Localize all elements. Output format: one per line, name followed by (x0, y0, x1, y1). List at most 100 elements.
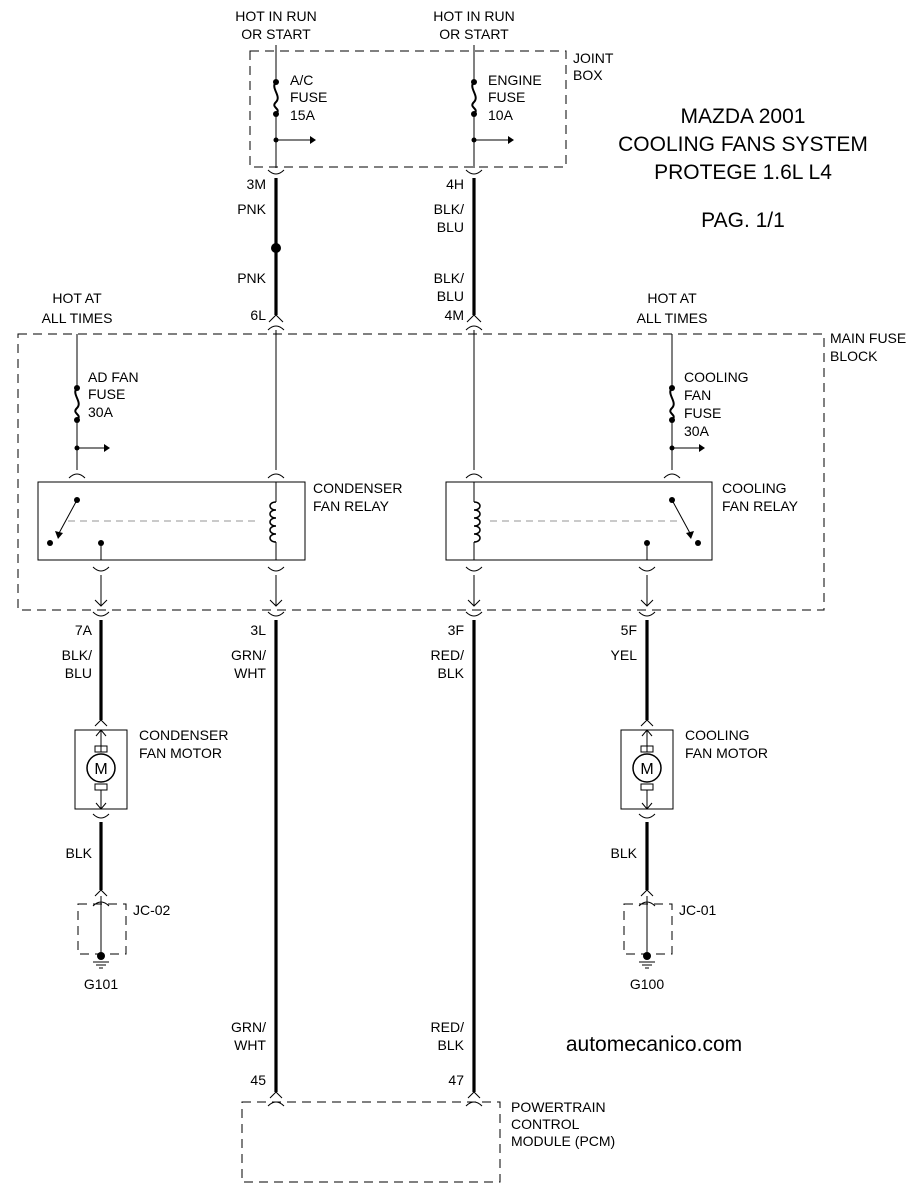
joint-connector-outline (77, 903, 127, 955)
cooling-fan-motor: M COOLING FAN MOTOR (620, 727, 768, 810)
joint-box-outline (249, 50, 567, 168)
title-model: PROTEGE 1.6L L4 (654, 161, 832, 184)
main-fuse-block-label: BLOCK (830, 348, 878, 364)
connector-cup (663, 473, 681, 479)
fuse-label: 15A (290, 107, 316, 123)
wire-yel: 5F YEL (611, 611, 656, 727)
main-fuse-block-outline (17, 333, 825, 611)
condenser-fan-motor: M CONDENSER FAN MOTOR (74, 727, 228, 810)
fuse-label: AD FAN (88, 369, 139, 385)
wire-color: GRN/ (231, 647, 266, 663)
website-watermark: automecanico.com (566, 1033, 742, 1056)
fuse-label: A/C (290, 72, 313, 88)
power-label-line: OR START (439, 26, 509, 42)
main-fuse-block-label: MAIN FUSE (830, 330, 906, 346)
connector-id: 5F (621, 622, 637, 638)
connector-id: 3L (250, 622, 266, 638)
ground-id: G100 (630, 976, 664, 992)
power-source-all-times-right: HOT AT ALL TIMES (637, 290, 708, 326)
ground-id: G101 (84, 976, 118, 992)
wire-color: PNK (237, 201, 266, 217)
power-label-line: ALL TIMES (42, 310, 113, 326)
ad-fan-fuse: AD FAN FUSE 30A (68, 334, 139, 479)
wire-color: RED/ (431, 647, 465, 663)
wire-color: RED/ (431, 1019, 465, 1035)
joint-box-label: JOINT (573, 50, 614, 66)
main-fuse-block: MAIN FUSE BLOCK AD FAN FUSE 30A (17, 330, 906, 611)
wire-blk-blu-feed: 4H BLK/ BLU BLK/ BLU 4M (434, 169, 483, 331)
power-label-line: HOT IN RUN (235, 8, 316, 24)
power-label-line: HOT AT (647, 290, 697, 306)
wire-color: BLU (65, 665, 92, 681)
wire-color: PNK (237, 270, 266, 286)
relay-label: COOLING (722, 480, 787, 496)
wire-color: GRN/ (231, 1019, 266, 1035)
wire-color: BLK/ (434, 201, 464, 217)
title-system: COOLING FANS SYSTEM (618, 133, 868, 156)
connector-id: 45 (250, 1072, 266, 1088)
joint-connector-outline (623, 903, 673, 955)
power-source-all-times-left: HOT AT ALL TIMES (42, 290, 113, 326)
connector-id: 3F (448, 622, 464, 638)
connector-id: 4H (446, 176, 464, 192)
splice-dot (271, 243, 281, 253)
title-make-year: MAZDA 2001 (681, 105, 806, 128)
joint-box-label: BOX (573, 67, 603, 83)
wire-color: BLK (66, 845, 93, 861)
fuse-label: 30A (88, 404, 114, 420)
ground-path-right: BLK JC-01 G100 (611, 813, 717, 992)
motor-symbol: M (94, 761, 107, 778)
joint-box: JOINT BOX A/C FUSE 15A ENGINE (249, 45, 614, 168)
connector-cup (68, 473, 86, 479)
wire-blk-blu-condenser: 7A BLK/ BLU (62, 611, 110, 727)
fuse-label: 10A (488, 107, 514, 123)
condenser-fan-relay: CONDENSER FAN RELAY (37, 480, 402, 561)
wire-color: YEL (611, 647, 638, 663)
engine-fuse: ENGINE FUSE 10A (471, 45, 542, 168)
relay-label: FAN RELAY (722, 498, 799, 514)
pcm: POWERTRAIN CONTROL MODULE (PCM) (241, 1099, 615, 1183)
connector-id: 3M (247, 176, 266, 192)
relay-box (445, 481, 713, 561)
connector-cup (465, 325, 483, 331)
wire-color: WHT (234, 1037, 266, 1053)
connector-id: 47 (448, 1072, 464, 1088)
title-block: MAZDA 2001 COOLING FANS SYSTEM PROTEGE 1… (618, 105, 868, 232)
page-number: PAG. 1/1 (701, 209, 785, 232)
cooling-fan-fuse: COOLING FAN FUSE 30A (663, 334, 749, 479)
motor-label: FAN MOTOR (685, 745, 768, 761)
fuse-label: FUSE (88, 386, 125, 402)
power-label-line: HOT IN RUN (433, 8, 514, 24)
fuse-label: 30A (684, 423, 710, 439)
joint-connector-id: JC-02 (133, 902, 171, 918)
relay-label: CONDENSER (313, 480, 402, 496)
connector-cup (267, 325, 285, 331)
wire-grn-wht: 3L GRN/ WHT GRN/ WHT 45 (231, 611, 285, 1099)
joint-connector-id: JC-01 (679, 902, 717, 918)
fuse-label: FUSE (290, 89, 327, 105)
wire-red-blk: 3F RED/ BLK RED/ BLK 47 (431, 611, 483, 1099)
wire-color: BLK/ (62, 647, 92, 663)
pcm-label: CONTROL (511, 1116, 580, 1132)
connector-cup (465, 169, 483, 175)
motor-label: FAN MOTOR (139, 745, 222, 761)
fuse-label: ENGINE (488, 72, 542, 88)
ground-path-left: BLK JC-02 G101 (66, 813, 171, 992)
ac-fuse: A/C FUSE 15A (273, 45, 327, 168)
wire-pnk: 3M PNK PNK 6L (237, 169, 285, 331)
pcm-label: POWERTRAIN (511, 1099, 606, 1115)
power-source-run-start-left: HOT IN RUN OR START (235, 8, 316, 42)
wire-color: BLK (438, 665, 465, 681)
fuse-label: FUSE (684, 405, 721, 421)
relay-box (37, 481, 306, 561)
wire-color: WHT (234, 665, 266, 681)
wire-color: BLK (611, 845, 638, 861)
connector-cup (267, 169, 285, 175)
motor-symbol: M (640, 761, 653, 778)
power-label-line: ALL TIMES (637, 310, 708, 326)
wire-color: BLU (437, 288, 464, 304)
power-label-line: OR START (241, 26, 311, 42)
connector-id: 7A (75, 622, 93, 638)
power-label-line: HOT AT (52, 290, 102, 306)
